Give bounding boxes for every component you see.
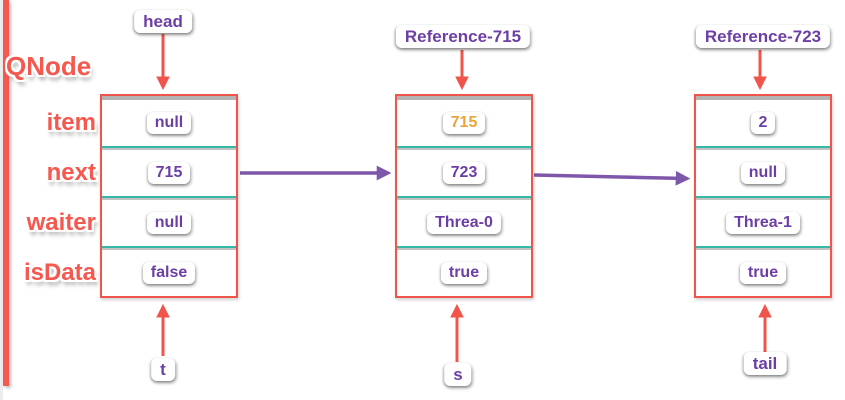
node2-next-value: 723 [442,162,486,184]
node-top-shading [696,96,830,100]
node1-waiter-value: null [146,212,192,234]
node3-isdata-row: true [696,250,830,296]
node1-isdata-value: false [142,262,196,284]
row-divider [102,196,236,200]
node2-waiter-value: Threa-0 [427,212,501,234]
field-label-item: item [46,109,96,136]
node-top-shading [397,96,531,100]
row-divider [102,146,236,150]
row-divider [397,246,531,250]
node1-next-value: 715 [147,162,191,184]
node-box-715: 715 723 Threa-0 true [395,94,533,298]
class-name-label: QNode [6,51,92,81]
page-left-edge [0,0,3,400]
field-label-waiter: waiter [26,209,96,236]
node1-waiter-row: null [102,200,236,246]
row-divider [102,246,236,250]
field-label-next: next [46,159,96,186]
node2-next-row: 723 [397,150,531,196]
node1-isdata-row: false [102,250,236,296]
head-pointer-label: head [134,10,192,33]
row-divider [397,196,531,200]
node3-waiter-value: Threa-1 [726,212,800,234]
node2-waiter-row: Threa-0 [397,200,531,246]
row-divider [397,146,531,150]
node3-waiter-row: Threa-1 [696,200,830,246]
tail-pointer-label: tail [743,352,787,375]
node2-isdata-row: true [397,250,531,296]
s-pointer-label: s [444,363,472,386]
node2-isdata-value: true [440,262,488,284]
reference-715-pointer-label: Reference-715 [395,25,531,48]
t-pointer-label: t [151,358,175,381]
field-label-isdata: isData [23,259,96,286]
node3-next-row: null [696,150,830,196]
node-top-shading [102,96,236,100]
node3-item-row: 2 [696,100,830,146]
node3-item-value: 2 [750,112,776,134]
node1-item-value: null [146,112,192,134]
node3-isdata-value: true [739,262,787,284]
row-divider [696,146,830,150]
node-box-723: 2 null Threa-1 true [694,94,832,298]
node1-next-row: 715 [102,150,236,196]
next-pointer-arrow-2-icon [533,170,691,186]
node1-item-row: null [102,100,236,146]
row-divider [696,246,830,250]
reference-723-pointer-label: Reference-723 [695,25,831,48]
node3-next-value: null [740,162,786,184]
node2-item-value: 715 [442,112,486,134]
left-accent-bar [3,0,9,386]
row-divider [696,196,830,200]
node-box-head: null 715 null false [100,94,238,298]
node2-item-row: 715 [397,100,531,146]
